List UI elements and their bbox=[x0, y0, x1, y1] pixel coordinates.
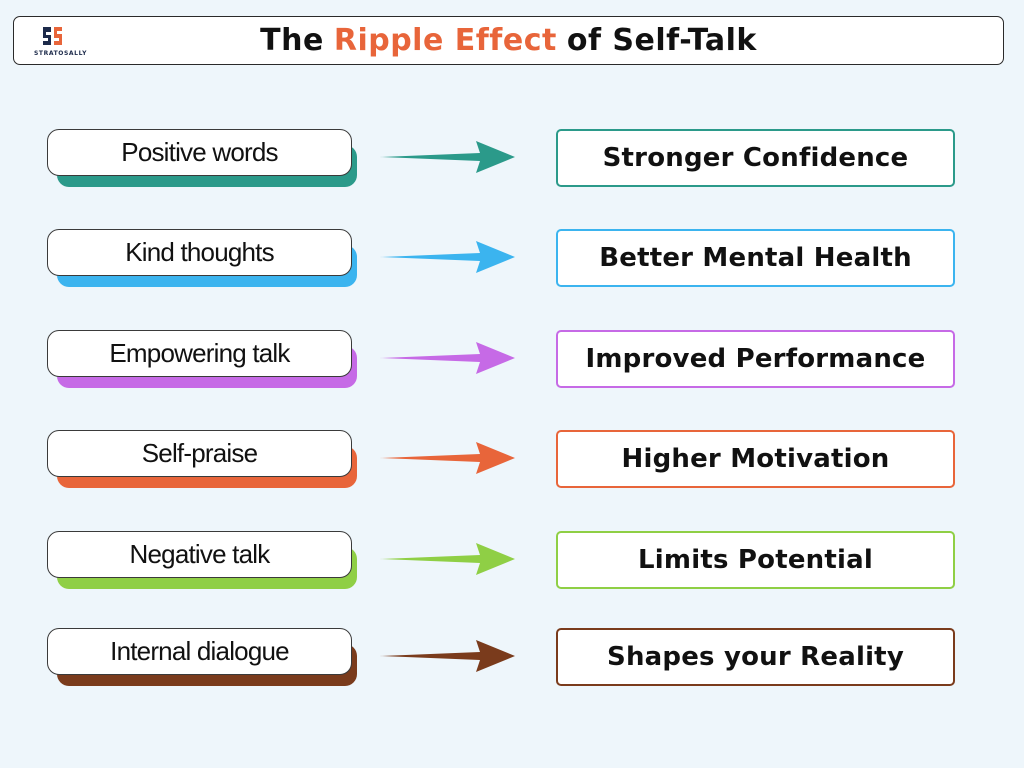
title-accent: Ripple Effect bbox=[333, 23, 557, 58]
cause-box: Kind thoughts bbox=[47, 229, 352, 276]
effect-box: Stronger Confidence bbox=[556, 129, 955, 187]
cause-box: Self-praise bbox=[47, 430, 352, 477]
arrow-right-icon bbox=[380, 342, 515, 374]
cause-box: Positive words bbox=[47, 129, 352, 176]
arrow-right-icon bbox=[380, 442, 515, 474]
effect-box: Shapes your Reality bbox=[556, 628, 955, 686]
title-prefix: The bbox=[260, 23, 324, 58]
effect-box: Limits Potential bbox=[556, 531, 955, 589]
logo-mark-icon bbox=[43, 27, 62, 45]
cause-effect-row: Positive words Stronger Confidence bbox=[0, 129, 1024, 191]
cause-effect-row: Negative talk Limits Potential bbox=[0, 531, 1024, 593]
logo-text: STRATOSALLY bbox=[34, 50, 88, 57]
title-banner: STRATOSALLY The Ripple Effect of Self-Ta… bbox=[13, 16, 1004, 65]
cause-effect-row: Internal dialogue Shapes your Reality bbox=[0, 628, 1024, 690]
stratosally-logo: STRATOSALLY bbox=[34, 23, 102, 61]
cause-box: Internal dialogue bbox=[47, 628, 352, 675]
arrow-right-icon bbox=[380, 640, 515, 672]
effect-box: Higher Motivation bbox=[556, 430, 955, 488]
cause-effect-row: Empowering talk Improved Performance bbox=[0, 330, 1024, 392]
arrow-right-icon bbox=[380, 241, 515, 273]
title-suffix: of Self-Talk bbox=[566, 23, 757, 58]
cause-box: Empowering talk bbox=[47, 330, 352, 377]
arrow-right-icon bbox=[380, 141, 515, 173]
effect-box: Better Mental Health bbox=[556, 229, 955, 287]
arrow-right-icon bbox=[380, 543, 515, 575]
page-title: The Ripple Effect of Self-Talk bbox=[14, 17, 1003, 64]
cause-effect-row: Kind thoughts Better Mental Health bbox=[0, 229, 1024, 291]
cause-effect-row: Self-praise Higher Motivation bbox=[0, 430, 1024, 492]
cause-box: Negative talk bbox=[47, 531, 352, 578]
effect-box: Improved Performance bbox=[556, 330, 955, 388]
